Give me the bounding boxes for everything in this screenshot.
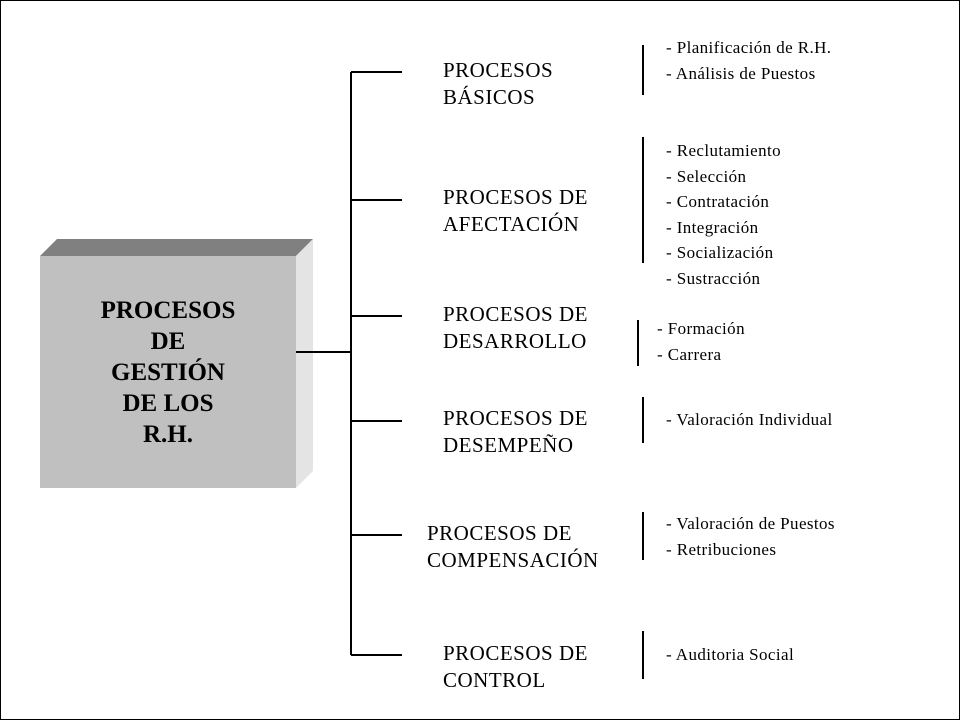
branch-title-line: PROCESOS DE — [443, 185, 588, 209]
list-item: - Valoración Individual — [666, 410, 833, 429]
branch-title-afectacion: PROCESOS DE AFECTACIÓN — [443, 184, 588, 238]
branch-items-compensacion: - Valoración de Puestos - Retribuciones — [666, 511, 835, 562]
branch-title-control: PROCESOS DE CONTROL — [443, 640, 588, 694]
branch-title-line: COMPENSACIÓN — [427, 548, 599, 572]
list-item: - Reclutamiento — [666, 141, 782, 160]
branch-items-desarrollo: - Formación - Carrera — [657, 316, 745, 367]
list-item: - Socialización — [666, 243, 774, 262]
root-box-top-face — [40, 239, 313, 256]
branch-title-line: PROCESOS DE — [443, 406, 588, 430]
list-item: - Sustracción — [666, 268, 761, 288]
root-label-line: DE — [150, 327, 186, 355]
list-item: - Carrera — [657, 344, 722, 364]
branch-title-line: DESARROLLO — [443, 329, 587, 353]
branch-title-compensacion: PROCESOS DE COMPENSACIÓN — [427, 520, 599, 574]
branch-title-line: BÁSICOS — [443, 85, 536, 109]
branch-title-line: PROCESOS DE — [443, 641, 588, 665]
branch-title-line: DESEMPEÑO — [443, 433, 574, 457]
root-box: PROCESOS DE GESTIÓN DE LOS R.H. — [40, 256, 296, 488]
list-item: - Formación — [657, 319, 745, 338]
list-item: - Selección — [666, 166, 747, 186]
list-item: - Retribuciones — [666, 539, 777, 559]
list-item: - Planificación de R.H. — [666, 38, 832, 57]
list-item: - Integración — [666, 217, 759, 237]
list-item: - Auditoria Social — [666, 645, 795, 664]
branch-title-basicos: PROCESOS BÁSICOS — [443, 57, 553, 111]
list-item: - Valoración de Puestos — [666, 514, 835, 533]
branch-title-line: PROCESOS DE — [443, 302, 588, 326]
branch-items-desempeno: - Valoración Individual — [666, 407, 833, 433]
branch-title-line: CONTROL — [443, 668, 546, 692]
branch-items-basicos: - Planificación de R.H. - Análisis de Pu… — [666, 35, 831, 86]
branch-title-line: PROCESOS DE — [427, 521, 572, 545]
branch-title-desempeno: PROCESOS DE DESEMPEÑO — [443, 405, 588, 459]
branch-title-line: AFECTACIÓN — [443, 212, 580, 236]
root-label-line: GESTIÓN — [111, 358, 225, 386]
root-label-line: R.H. — [143, 420, 193, 448]
root-label-line: PROCESOS — [100, 296, 236, 324]
branch-items-afectacion: - Reclutamiento - Selección - Contrataci… — [666, 138, 781, 291]
list-item: - Análisis de Puestos — [666, 63, 816, 83]
root-box-side-face — [296, 239, 313, 488]
branch-items-control: - Auditoria Social — [666, 642, 794, 668]
branch-title-desarrollo: PROCESOS DE DESARROLLO — [443, 301, 588, 355]
root-label-line: DE LOS — [122, 389, 214, 417]
branch-title-line: PROCESOS — [443, 58, 554, 82]
list-item: - Contratación — [666, 192, 770, 211]
